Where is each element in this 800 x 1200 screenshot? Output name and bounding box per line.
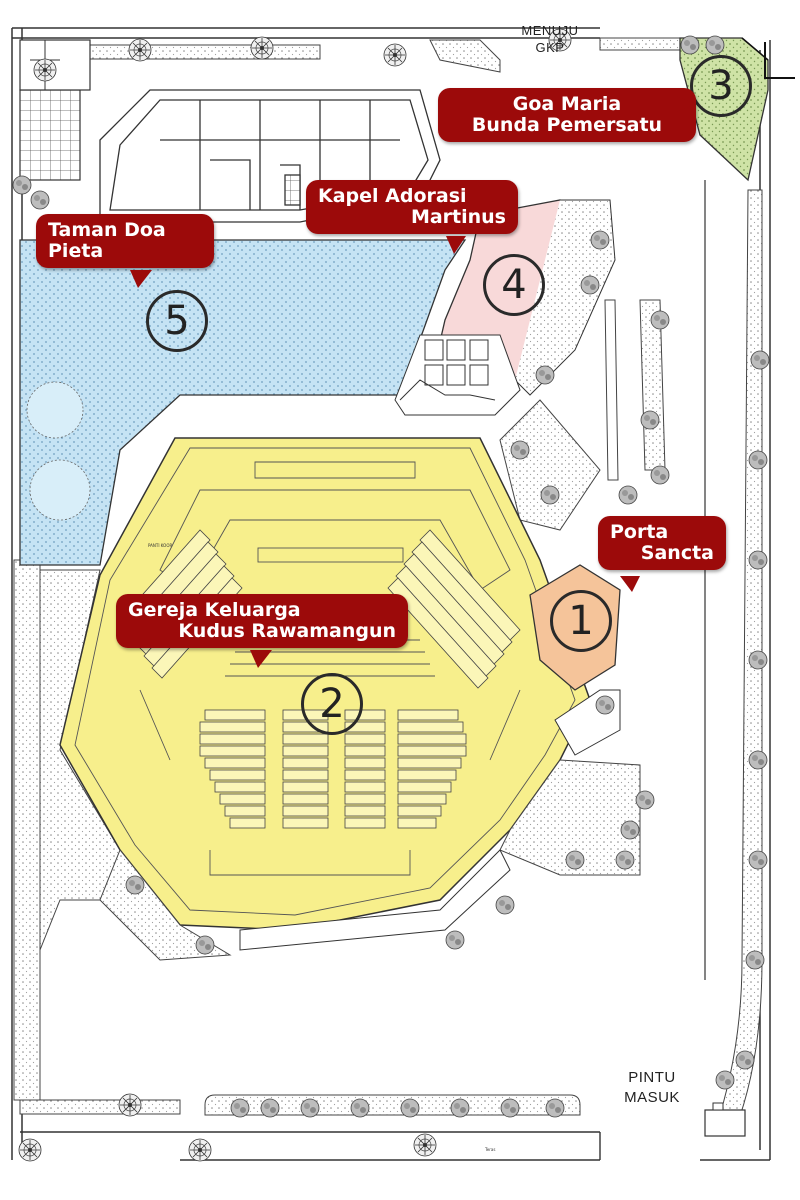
north-west-stair	[19, 89, 81, 181]
callout-goa-maria[interactable]: Goa Maria Bunda Pemersatu	[438, 88, 696, 142]
marker-number-2[interactable]: 2	[301, 673, 363, 735]
north-planting-strip	[89, 44, 321, 60]
callout-gereja[interactable]: Gereja Keluarga Kudus Rawamangun	[116, 594, 408, 648]
church-linework	[74, 447, 576, 916]
church-south-paving	[499, 759, 641, 876]
south-planting-strip	[19, 1099, 181, 1115]
callout-porta-sancta[interactable]: Porta Sancta	[598, 516, 726, 570]
west-garden-strip	[13, 559, 41, 1101]
east-planter-3	[499, 399, 601, 531]
pond-circle-2	[29, 459, 91, 521]
restroom-block	[394, 334, 521, 416]
marker-number-3[interactable]: 3	[690, 55, 752, 117]
callout-kapel-adorasi[interactable]: Kapel Adorasi Martinus	[306, 180, 518, 234]
callout-tail-kapel-adorasi	[446, 236, 466, 254]
church-side-pews	[119, 529, 521, 689]
marker-number-4[interactable]: 4	[483, 254, 545, 316]
label-pintu-masuk: PINTU MASUK	[624, 1069, 680, 1106]
pond-circle-1	[26, 381, 84, 439]
marker-number-5[interactable]: 5	[146, 290, 208, 352]
callout-taman-doa-pieta[interactable]: Taman Doa Pieta	[36, 214, 214, 268]
south-planting-strip-2	[204, 1094, 581, 1116]
callout-tail-gereja	[250, 650, 272, 668]
north-east-planting	[429, 39, 501, 73]
label-panti-koor: PANTI KOOR	[148, 543, 173, 548]
callout-tail-goa-maria	[676, 96, 696, 112]
gate-booth	[704, 1109, 746, 1137]
marker-number-1[interactable]: 1	[550, 590, 612, 652]
east-planter-2	[604, 299, 619, 481]
south-wall	[20, 1131, 601, 1161]
callout-tail-taman-doa-pieta	[130, 270, 152, 288]
callout-tail-porta-sancta	[620, 576, 640, 592]
label-menuju-gkp: MENUJU GKP	[521, 23, 579, 55]
label-teras: Teras	[485, 1147, 496, 1152]
